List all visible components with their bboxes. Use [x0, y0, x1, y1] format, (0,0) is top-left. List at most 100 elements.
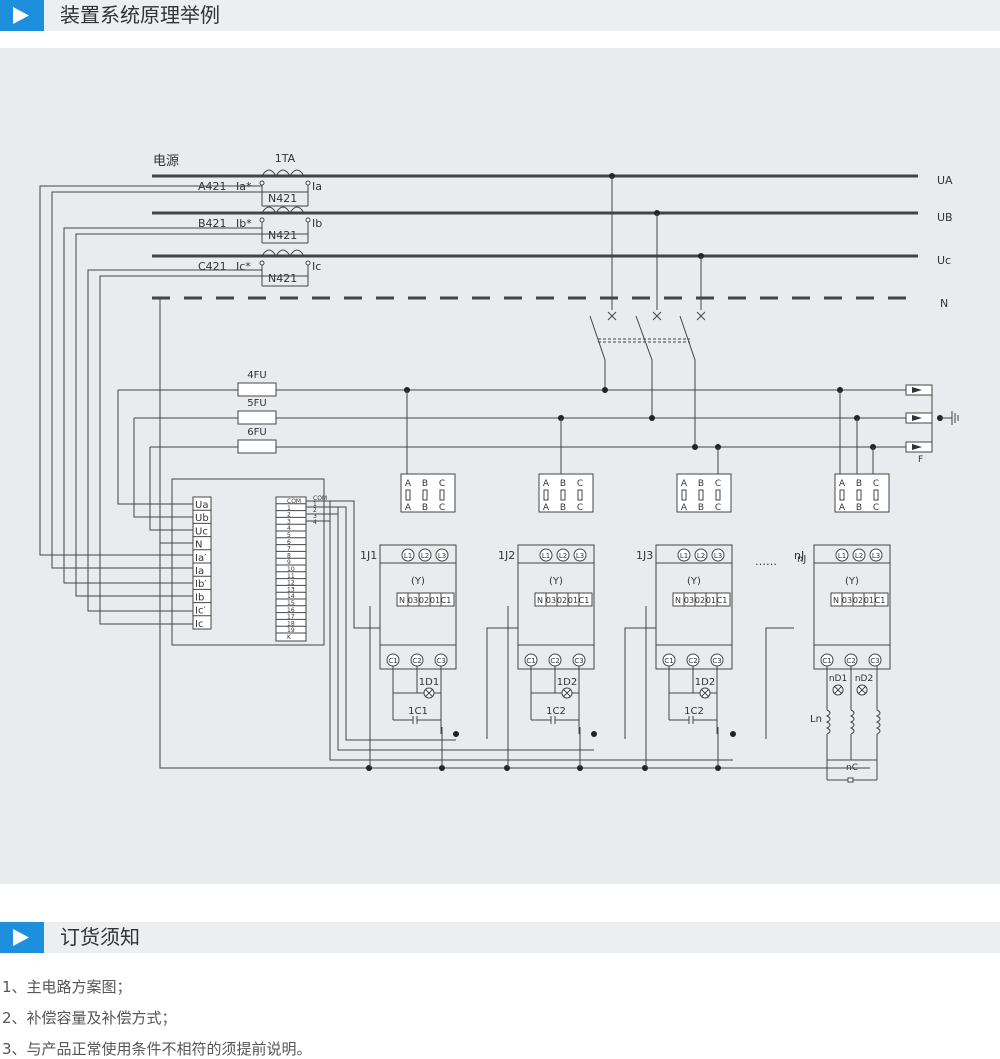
current-wire — [87, 269, 262, 612]
current-wire — [63, 227, 262, 584]
junction-dot — [602, 387, 608, 393]
fuse-element — [405, 489, 411, 501]
fuse-block-label: B — [560, 479, 566, 489]
inductor-icon — [849, 709, 855, 735]
ct-terminal-label: Ia — [312, 180, 322, 193]
fuse-symbol — [237, 410, 277, 425]
contactor-label: 1J2 — [498, 549, 515, 562]
ct-terminal — [259, 180, 265, 186]
output-label: 2 — [313, 507, 317, 514]
contactor-terminal-label: C1 — [388, 657, 397, 665]
current-wire — [51, 186, 309, 569]
junction-dot — [692, 444, 698, 450]
control-terminal-strip — [830, 592, 889, 607]
fuse-block-label: B — [698, 479, 704, 489]
contactor-terminal-label: C1 — [822, 657, 831, 665]
output-terminal-label: 16 — [287, 607, 295, 614]
output-terminal-label: COM — [287, 498, 301, 505]
contactor-terminal — [677, 548, 691, 562]
junction-dot — [366, 765, 372, 771]
controller-terminal-label: Ia — [195, 566, 204, 577]
control-terminal-label: 01 — [864, 596, 874, 605]
control-terminal-strip — [534, 592, 593, 607]
inductor-label: Ln — [810, 714, 822, 725]
contactor-terminal-label: L3 — [576, 552, 584, 560]
contactor-terminal-label: L2 — [559, 552, 567, 560]
contactor-terminal-label: C2 — [550, 657, 559, 665]
ct-terminal-label: Ic — [312, 260, 321, 273]
control-terminal-label: 01 — [430, 596, 440, 605]
fuse-block-label: B — [856, 503, 862, 513]
current-wire — [75, 228, 309, 597]
ct-terminal — [259, 217, 265, 223]
busbar-label: N — [940, 297, 948, 310]
current-wire — [39, 185, 262, 556]
contactor-terminal-label: C2 — [846, 657, 855, 665]
play-triangle-icon — [0, 0, 44, 31]
order-note: 1、主电路方案图； — [2, 978, 132, 996]
junction-dot — [649, 415, 655, 421]
indicator-lamp-icon — [563, 689, 571, 697]
capacitor-label: 1C2 — [684, 706, 704, 717]
control-terminal-label: C1 — [717, 596, 728, 605]
controller-terminal-label: Ub — [195, 513, 209, 524]
control-terminal-label: N — [399, 596, 405, 605]
fuse-element — [856, 489, 862, 501]
section-title: 装置系统原理举例 — [60, 3, 220, 27]
ct-terminal-label: Ib — [312, 217, 322, 230]
output-terminal-label: 3 — [287, 518, 291, 525]
output-terminal-label: 2 — [287, 512, 291, 519]
control-terminal-label: 03 — [408, 596, 418, 605]
contactor-box — [517, 544, 595, 670]
output-terminal-label: 8 — [287, 552, 291, 559]
junction-dot — [730, 731, 736, 737]
output-terminal-label: 18 — [287, 620, 295, 627]
contactor-terminal-label: C3 — [436, 657, 445, 665]
control-terminal-label: 02 — [419, 596, 429, 605]
contactor-terminal — [418, 548, 432, 562]
fuse-block-label: C — [439, 503, 445, 513]
fuse-symbol — [237, 439, 277, 454]
fuse-label: 5FU — [247, 398, 266, 409]
contactor-box — [813, 544, 891, 670]
junction-dot — [504, 765, 510, 771]
ct-terminal-label: Ic* — [236, 260, 251, 273]
control-terminal-label: 02 — [695, 596, 705, 605]
switch-blade — [679, 315, 696, 447]
output-terminal-label: 9 — [287, 559, 291, 566]
control-terminal-label: C1 — [875, 596, 886, 605]
output-label: 3 — [313, 513, 317, 520]
contactor-terminal-label: C2 — [412, 657, 421, 665]
control-terminal-label: 01 — [706, 596, 716, 605]
control-terminal-label: 02 — [853, 596, 863, 605]
fuse-block-label: A — [839, 479, 846, 489]
contactor-terminal-label: C2 — [688, 657, 697, 665]
fuse-block-label: A — [405, 479, 412, 489]
capacitor-label: nC — [846, 763, 858, 773]
contactor-terminal-label: C1 — [526, 657, 535, 665]
arrow-icon — [912, 387, 922, 393]
ct-label: 1TA — [275, 152, 296, 165]
fuse-block-label: A — [839, 503, 846, 513]
ct-terminal — [305, 260, 311, 266]
control-output-wire — [345, 514, 456, 741]
section-header-order: 订货须知 — [0, 922, 1000, 953]
fuse-block-label: C — [715, 503, 721, 513]
inductor-icon — [875, 709, 881, 735]
contactor-terminal — [835, 548, 849, 562]
output-terminal-label: 1 — [287, 505, 291, 512]
contactor-terminal-label: L1 — [404, 552, 412, 560]
contactor-label: nJ — [797, 554, 806, 565]
control-terminal-label: N — [833, 596, 839, 605]
voltage-wire — [149, 447, 193, 531]
output-terminal-label: 14 — [287, 593, 295, 600]
contactor-terminal — [694, 548, 708, 562]
control-terminal-label: N — [675, 596, 681, 605]
control-terminal-label: 03 — [684, 596, 694, 605]
indicator-lamp-icon — [834, 686, 842, 694]
fuse-block-label: A — [405, 503, 412, 513]
output-terminal-strip — [275, 496, 307, 642]
contactor-mode-label: (Y) — [845, 576, 859, 587]
